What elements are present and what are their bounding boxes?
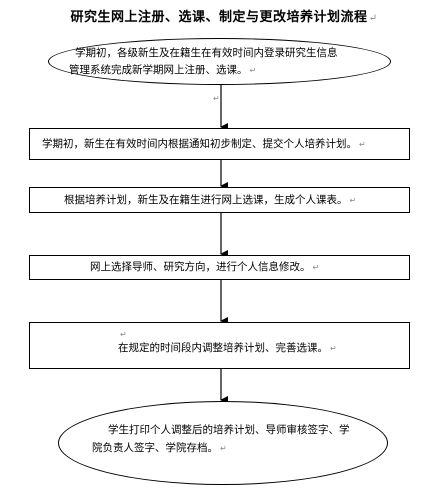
step-4-box: 网上选择导师、研究方向，进行个人信息修改。↵ — [29, 255, 410, 280]
step-1-line-1: 学期初，各级新生及在籍生在有效时间内登录研究生信息 — [75, 47, 338, 59]
step-5-top-mark: ↵ — [120, 330, 127, 339]
step-1-line-2: 管理系统完成新学期网上注册、选课。 — [69, 64, 248, 76]
step-6-line-2-wrap: 院负责人签字、学院存档。↵ — [92, 440, 227, 457]
step-1-mark: ↵ — [249, 66, 257, 75]
title-paragraph-mark: ↵ — [368, 13, 378, 24]
step-2-box: 学期初，新生在有效时间内根据通知初步制定、提交个人培养计划。↵ — [29, 128, 410, 160]
step-6-oval: 学生打印个人调整后的培养计划、导师审核签字、学 院负责人签字、学院存档。↵ — [58, 401, 388, 485]
step-4-line-1-wrap: 网上选择导师、研究方向，进行个人信息修改。↵ — [90, 259, 319, 276]
step-5-mark: ↵ — [330, 344, 337, 353]
step-2-mark: ↵ — [359, 140, 366, 149]
step-2-line-1: 学期初，新生在有效时间内根据通知初步制定、提交个人培养计划。 — [42, 138, 357, 150]
step-5-line-1: 在规定的时间段内调整培养计划、完善选课。 — [118, 342, 328, 354]
step-3-line-1-wrap: 根据培养计划，新生及在籍生进行网上选课，生成个人课表。↵ — [64, 192, 356, 209]
arrow-paragraph-mark: ↵ — [213, 94, 220, 103]
page-title: 研究生网上注册、选课、制定与更改培养计划流程↵ — [0, 6, 448, 25]
step-4-line-1: 网上选择导师、研究方向，进行个人信息修改。 — [90, 261, 311, 273]
step-3-mark: ↵ — [349, 196, 357, 205]
step-6-line-2: 院负责人签字、学院存档。 — [92, 442, 218, 454]
step-6-line-1: 学生打印个人调整后的培养计划、导师审核签字、学 — [108, 424, 350, 436]
step-3-box: 根据培养计划，新生及在籍生进行网上选课，生成个人课表。↵ — [29, 187, 410, 213]
step-6-mark: ↵ — [220, 444, 227, 453]
step-5-box: ↵ 在规定的时间段内调整培养计划、完善选课。↵ — [29, 322, 410, 369]
title-text: 研究生网上注册、选课、制定与更改培养计划流程 — [70, 10, 368, 25]
step-1-oval: 学期初，各级新生及在籍生在有效时间内登录研究生信息 管理系统完成新学期网上注册、… — [48, 38, 391, 85]
step-5-line-1-wrap: 在规定的时间段内调整培养计划、完善选课。↵ — [118, 340, 337, 357]
step-3-line-1: 根据培养计划，新生及在籍生进行网上选课，生成个人课表。 — [64, 194, 348, 206]
step-2-line-1-wrap: 学期初，新生在有效时间内根据通知初步制定、提交个人培养计划。↵ — [42, 136, 366, 153]
step-4-mark: ↵ — [312, 263, 320, 272]
step-1-line-2-wrap: 管理系统完成新学期网上注册、选课。↵ — [69, 62, 256, 79]
